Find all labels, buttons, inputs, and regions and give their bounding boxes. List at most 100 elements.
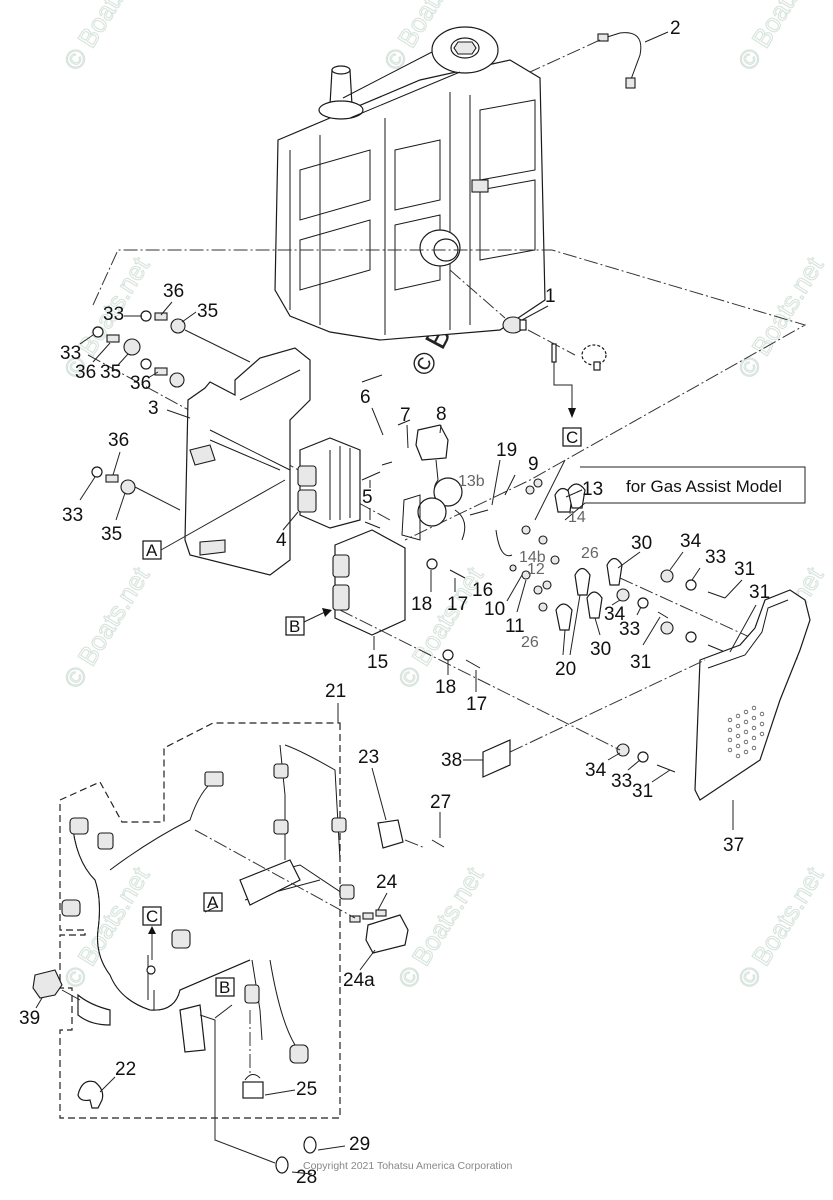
part-3-bracket[interactable] <box>184 347 311 576</box>
screws-5-6-7 <box>361 374 411 529</box>
junction-connectors <box>401 474 516 557</box>
part-15-controller[interactable] <box>332 529 406 636</box>
callout-9: 9 <box>528 454 539 475</box>
part-24-fuses[interactable] <box>349 909 387 923</box>
part-29-clamp[interactable] <box>303 1136 317 1154</box>
callout-1: 1 <box>545 286 556 307</box>
part-21-harness[interactable] <box>61 744 355 1064</box>
callout-16: 16 <box>472 580 493 601</box>
ref-marker-c-harness: C <box>142 906 162 960</box>
part-27-screw[interactable] <box>431 839 445 848</box>
callout-34b: 34 <box>604 604 626 625</box>
callout-27: 27 <box>430 792 451 813</box>
ref-marker-a-harness: A <box>203 892 223 913</box>
callout-28: 28 <box>296 1167 317 1188</box>
washer-bolt-stacks <box>339 569 801 773</box>
part-22-cap[interactable] <box>77 1080 104 1109</box>
callout-33c: 33 <box>62 505 83 526</box>
callout-26a: 26 <box>581 545 599 562</box>
harness-boundary <box>59 722 341 1119</box>
reference-marker-label: A <box>207 893 219 912</box>
watermark: © Boats.net <box>58 561 156 693</box>
callout-33b: 33 <box>60 343 81 364</box>
callout-36d: 36 <box>108 430 129 451</box>
reference-marker-label: B <box>219 978 230 997</box>
callout-10: 10 <box>484 599 505 620</box>
callout-17b: 17 <box>466 694 487 715</box>
callout-13b: 13b <box>458 473 485 490</box>
callout-19: 19 <box>496 440 517 461</box>
part-37-cover[interactable] <box>694 589 811 801</box>
callout-34c: 34 <box>585 760 607 781</box>
arrow-icon <box>322 608 332 617</box>
watermark: © Boats.net <box>58 861 156 993</box>
callout-38: 38 <box>441 750 462 771</box>
callout-7: 7 <box>400 405 411 426</box>
callout-20: 20 <box>555 659 576 680</box>
part-24a-fuse-holder[interactable] <box>365 914 409 954</box>
callout-34a: 34 <box>680 531 702 552</box>
callout-39: 39 <box>19 1008 40 1029</box>
callout-33f: 33 <box>611 771 632 792</box>
watermark: © Boats.net <box>58 0 156 75</box>
callout-3: 3 <box>148 398 159 419</box>
callout-30a: 30 <box>631 533 652 554</box>
callout-31b: 31 <box>749 582 770 603</box>
reference-marker-label: C <box>566 428 578 447</box>
part-4-ecu[interactable] <box>297 437 361 529</box>
ref-marker-b-harness: B <box>214 977 235 1019</box>
part-28-clamp[interactable] <box>275 1156 289 1174</box>
gas-assist-note: for Gas Assist Model <box>534 459 806 521</box>
callout-14: 14 <box>568 509 586 526</box>
callout-24: 24 <box>376 872 398 893</box>
part-20-30-caps[interactable] <box>555 557 623 631</box>
callout-33e: 33 <box>619 619 640 640</box>
fasteners-9-14 <box>509 478 560 612</box>
callout-5: 5 <box>362 487 373 508</box>
mount-hardware-left <box>91 310 251 511</box>
callout-26b: 26 <box>521 634 539 651</box>
callout-8: 8 <box>436 404 447 425</box>
ref-marker-a-bracket: A <box>142 479 286 560</box>
callout-36b: 36 <box>75 362 96 383</box>
part-2-sensor-cable[interactable] <box>597 32 642 89</box>
callout-36c: 36 <box>130 373 151 394</box>
callout-6: 6 <box>360 387 371 408</box>
callout-33d: 33 <box>705 547 726 568</box>
callout-35c: 35 <box>101 524 122 545</box>
callout-14b: 14b <box>519 549 546 566</box>
callout-24a: 24a <box>343 970 375 991</box>
arrow-down-icon <box>568 408 576 418</box>
reference-marker-label: A <box>146 541 158 560</box>
watermark: © Boats.net <box>732 0 830 75</box>
callout-2: 2 <box>670 18 681 39</box>
engine-block <box>274 26 546 341</box>
callout-37: 37 <box>723 835 744 856</box>
callout-labels: 1 2 3 4 5 6 7 8 9 10 11 12 13 13b 14 14b… <box>19 18 770 1188</box>
callout-33a: 33 <box>103 304 124 325</box>
part-25-clip[interactable] <box>242 1074 264 1099</box>
callout-15: 15 <box>367 652 388 673</box>
part-38-label[interactable] <box>482 739 511 778</box>
callout-4: 4 <box>276 530 287 551</box>
reference-marker-label: B <box>289 617 300 636</box>
callout-23: 23 <box>358 747 379 768</box>
ref-marker-c-sensor: C <box>562 427 582 447</box>
callout-21: 21 <box>325 681 346 702</box>
callout-30b: 30 <box>590 639 611 660</box>
callout-18b: 18 <box>435 677 456 698</box>
callout-31a: 31 <box>734 559 755 580</box>
callout-31c: 31 <box>630 652 651 673</box>
arrow-up-icon <box>148 926 156 934</box>
callout-25: 25 <box>296 1079 317 1100</box>
part-13-caps[interactable] <box>554 483 586 513</box>
watermark: © Boats.net <box>732 861 830 993</box>
callout-31d: 31 <box>632 781 653 802</box>
part-39-connector[interactable] <box>32 969 63 999</box>
part-23-relay[interactable] <box>377 819 426 849</box>
sensor-boot <box>551 343 607 418</box>
callout-36a: 36 <box>163 281 184 302</box>
callout-13: 13 <box>582 479 603 500</box>
callout-18a: 18 <box>411 594 432 615</box>
